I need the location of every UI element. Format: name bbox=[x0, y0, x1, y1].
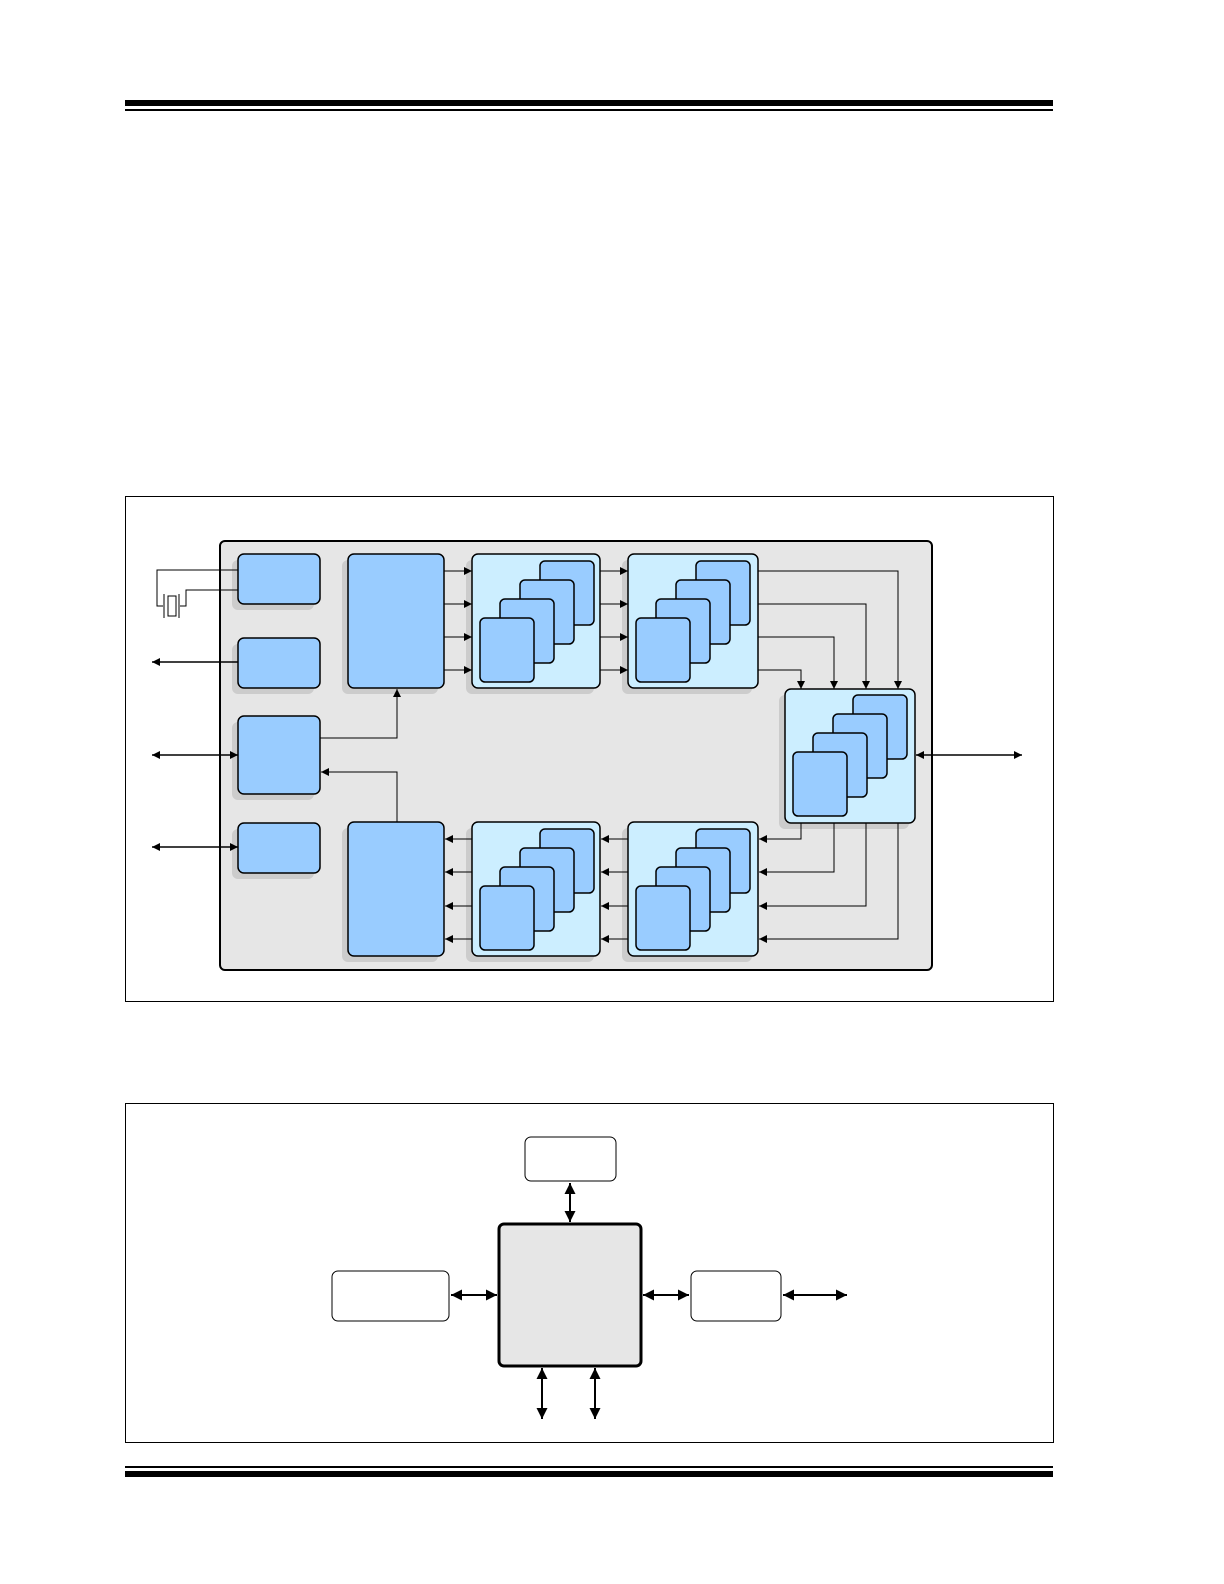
figure-2-frame bbox=[125, 1103, 1054, 1443]
tall-block-top bbox=[347, 553, 445, 689]
stack-group-5 bbox=[792, 694, 908, 817]
header-rule-thin bbox=[125, 109, 1053, 111]
crystal-oscillator-icon bbox=[156, 569, 238, 618]
figure-2 bbox=[331, 1136, 847, 1419]
right-peripheral-box bbox=[690, 1270, 782, 1322]
stack-group-4 bbox=[635, 828, 751, 951]
header-rule-thick bbox=[125, 100, 1053, 106]
group-5-to-group-4-arrows bbox=[759, 823, 899, 943]
io-block-1 bbox=[237, 637, 321, 689]
figure-1-frame bbox=[125, 496, 1054, 1002]
group-2-to-group-5-arrows bbox=[758, 570, 902, 689]
tall-block-bottom bbox=[347, 821, 445, 957]
group-4-to-group-3-arrows bbox=[601, 835, 628, 943]
stack-group-1 bbox=[479, 560, 595, 683]
group-1-to-group-2-arrows bbox=[600, 567, 628, 674]
footer-rule-thin bbox=[125, 1466, 1053, 1468]
central-device-box bbox=[497, 1222, 643, 1368]
footer-rule-thick bbox=[125, 1471, 1053, 1477]
oscillator-block bbox=[237, 553, 321, 605]
stack-group-3 bbox=[479, 828, 595, 951]
interface-to-tall-top bbox=[320, 689, 401, 739]
group-3-to-tall-bottom-arrows bbox=[445, 835, 472, 943]
io-block-2 bbox=[237, 822, 321, 874]
figure-1 bbox=[152, 540, 1022, 971]
stack-group-2 bbox=[635, 560, 751, 683]
left-peripheral-box bbox=[331, 1270, 450, 1322]
system-connection-arrows bbox=[451, 1183, 847, 1419]
tall-bottom-to-interface bbox=[321, 768, 398, 822]
top-peripheral-box bbox=[524, 1136, 617, 1182]
tall-top-to-group-1-arrows bbox=[444, 567, 472, 674]
interface-block bbox=[237, 715, 321, 795]
